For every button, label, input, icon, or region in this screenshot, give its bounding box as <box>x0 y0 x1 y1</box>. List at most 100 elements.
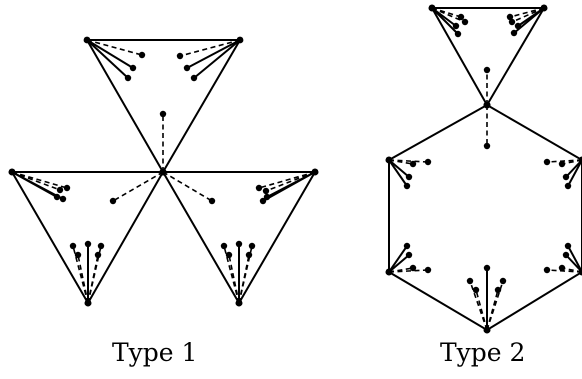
solid-edge <box>388 159 408 187</box>
solid-edge <box>567 159 582 187</box>
dashed-edge <box>388 159 429 163</box>
dashed-edge <box>561 159 582 165</box>
top-triangle <box>430 7 546 108</box>
leaf-dot <box>109 197 117 205</box>
leaf-dot <box>69 242 77 250</box>
leaf-dot <box>138 51 146 59</box>
type1-diagram <box>8 36 319 307</box>
leaf-dot <box>543 266 551 274</box>
type2-diagram <box>385 4 582 334</box>
leaf-dot <box>562 251 570 259</box>
hexagon <box>388 103 582 332</box>
dashed-edge <box>546 159 582 163</box>
leaf-dot <box>84 240 92 248</box>
leaf-dot <box>235 240 243 248</box>
leaf-dot <box>508 18 516 26</box>
solid-edge <box>86 39 129 79</box>
leaf-dot <box>248 242 256 250</box>
dashed-edge <box>561 267 582 273</box>
dashed-edge <box>86 39 143 56</box>
dashed-edge <box>388 159 414 165</box>
leaf-dot <box>506 13 514 21</box>
leaf-dot <box>454 30 462 38</box>
dashed-spur <box>162 171 213 202</box>
leaf-dot <box>74 251 82 259</box>
leaf-dot <box>245 251 253 259</box>
leaf-dot <box>124 74 132 82</box>
leaf-dot <box>405 251 413 259</box>
right-triangle <box>161 171 317 305</box>
dashed-edge <box>388 267 414 273</box>
leaf-dot <box>97 242 105 250</box>
leaf-dot <box>159 110 167 118</box>
leaf-dot <box>183 64 191 72</box>
dashed-edge <box>11 171 61 191</box>
dashed-edge <box>509 7 545 18</box>
leaf-dot <box>510 29 518 37</box>
dashed-edge <box>475 289 488 331</box>
leaf-dot <box>190 74 198 82</box>
solid-edge <box>388 254 410 273</box>
solid-edge <box>86 39 134 69</box>
dashed-edge <box>388 269 429 273</box>
leaf-dot <box>259 197 267 205</box>
leaf-dot <box>461 18 469 26</box>
solid-edge <box>431 7 459 35</box>
leaf-dot <box>499 277 507 285</box>
leaf-dot <box>225 251 233 259</box>
leaf-dot <box>176 52 184 60</box>
dashed-edge <box>265 171 316 192</box>
leaf-dot <box>255 184 263 192</box>
solid-edge <box>388 159 410 178</box>
leaf-dot <box>208 197 216 205</box>
leaf-dot <box>472 286 480 294</box>
leaf-dot <box>424 266 432 274</box>
leaf-dot <box>558 160 566 168</box>
solid-edge <box>11 171 64 200</box>
left-triangle <box>10 171 165 306</box>
dashed-edge <box>546 269 582 273</box>
type2-caption: Type 2 <box>440 338 526 367</box>
dashed-edge <box>511 7 545 23</box>
solid-edge <box>513 7 545 34</box>
solid-edge <box>262 171 316 202</box>
leaf-dot <box>424 158 432 166</box>
leaf-dot <box>405 173 413 181</box>
leaf-dot <box>59 195 67 203</box>
top-triangle <box>85 39 242 174</box>
leaf-dot <box>457 13 465 21</box>
leaf-dot <box>56 186 64 194</box>
type1-caption: Type 1 <box>112 338 198 367</box>
leaf-dot <box>564 242 572 250</box>
leaf-dot <box>543 158 551 166</box>
solid-edge <box>565 254 582 273</box>
leaf-dot <box>220 242 228 250</box>
leaf-dot <box>562 173 570 181</box>
dashed-edge <box>258 171 316 189</box>
leaf-dot <box>94 251 102 259</box>
leaf-dot <box>494 286 502 294</box>
solid-edge <box>388 245 408 273</box>
leaf-dot <box>262 187 270 195</box>
leaf-dot <box>409 264 417 272</box>
leaf-dot <box>483 66 491 74</box>
leaf-dot <box>129 64 137 72</box>
solid-edge <box>565 159 582 178</box>
dashed-edge <box>486 289 499 331</box>
dashed-edge <box>179 39 241 57</box>
leaf-dot <box>564 182 572 190</box>
leaf-dot <box>466 277 474 285</box>
leaf-dot <box>403 242 411 250</box>
leaf-dot <box>483 142 491 150</box>
solid-edge <box>567 245 582 273</box>
solid-edge <box>186 39 241 69</box>
leaf-dot <box>403 182 411 190</box>
leaf-dot <box>63 184 71 192</box>
leaf-dot <box>483 264 491 272</box>
dashed-spur <box>112 171 164 202</box>
solid-edge <box>193 39 241 79</box>
leaf-dot <box>452 22 460 30</box>
dashed-edge <box>431 7 466 23</box>
leaf-dot <box>409 160 417 168</box>
